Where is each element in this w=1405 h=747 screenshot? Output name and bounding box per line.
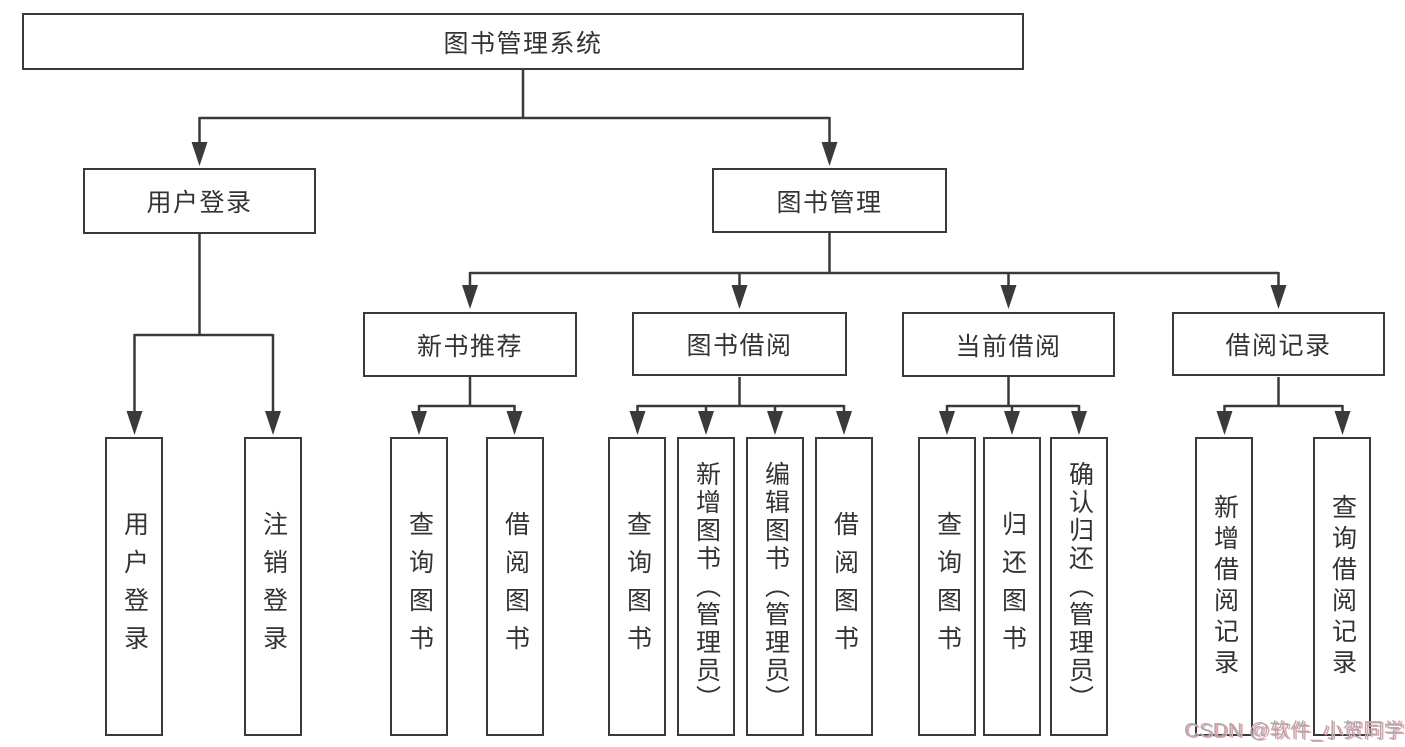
node-label: 查询图书 xyxy=(405,510,434,663)
node-label: 注销登录 xyxy=(259,510,288,663)
node-label: 新增图书（管理员） xyxy=(692,460,721,713)
csdn-watermark: CSDN @软件_小贺同学 xyxy=(1184,720,1405,742)
node-label: 编辑图书（管理员） xyxy=(761,460,790,713)
arrow-down-icon xyxy=(821,142,838,166)
node-label: 用户登录 xyxy=(146,189,253,217)
node-query-books-current: 查询图书 xyxy=(918,437,976,736)
node-label: 用户登录 xyxy=(120,510,149,663)
node-label: 查询图书 xyxy=(933,510,962,663)
node-confirm-return-admin: 确认归还（管理员） xyxy=(1050,437,1108,736)
arrowhead-icons xyxy=(126,142,1351,435)
arrow-down-icon xyxy=(1216,411,1233,435)
arrow-down-icon xyxy=(411,411,427,435)
node-return-books: 归还图书 xyxy=(983,437,1041,736)
node-new-book-recommend: 新书推荐 xyxy=(363,312,577,377)
arrow-down-icon xyxy=(462,285,478,309)
node-label: 归还图书 xyxy=(998,510,1027,663)
node-user-login-module: 用户登录 xyxy=(83,168,316,234)
arrow-down-icon xyxy=(1000,285,1017,309)
node-query-books-borrow: 查询图书 xyxy=(608,437,666,736)
node-current-borrow: 当前借阅 xyxy=(902,312,1115,377)
arrow-down-icon xyxy=(698,411,714,435)
arrow-down-icon xyxy=(126,411,143,435)
arrow-down-icon xyxy=(191,142,208,166)
arrow-down-icon xyxy=(1004,411,1020,435)
node-root-system: 图书管理系统 xyxy=(22,13,1024,70)
node-query-books-recommend: 查询图书 xyxy=(390,437,448,736)
arrow-down-icon xyxy=(836,411,852,435)
node-label: 当前借阅 xyxy=(955,332,1062,361)
node-label: 借阅图书 xyxy=(830,510,859,663)
arrow-down-icon xyxy=(767,411,783,435)
node-label: 新书推荐 xyxy=(416,332,523,361)
arrow-down-icon xyxy=(1270,285,1287,309)
node-edit-books-admin: 编辑图书（管理员） xyxy=(746,437,804,736)
node-add-borrow-record: 新增借阅记录 xyxy=(1195,437,1253,736)
node-label: 查询图书 xyxy=(623,510,652,663)
arrow-down-icon xyxy=(731,285,748,309)
node-label: 图书管理系统 xyxy=(443,29,603,58)
node-label: 查询借阅记录 xyxy=(1328,493,1357,680)
connector-lines xyxy=(133,69,1344,415)
node-borrow-records: 借阅记录 xyxy=(1172,312,1385,376)
node-borrow-books-recommend: 借阅图书 xyxy=(486,437,544,736)
node-label: 借阅图书 xyxy=(501,510,530,663)
node-query-borrow-record: 查询借阅记录 xyxy=(1313,437,1371,736)
arrow-down-icon xyxy=(629,411,646,435)
node-label: 确认归还（管理员） xyxy=(1065,460,1094,713)
node-book-management-module: 图书管理 xyxy=(712,168,947,233)
arrow-down-icon xyxy=(1334,411,1351,435)
arrow-down-icon xyxy=(265,411,281,435)
arrow-down-icon xyxy=(1071,411,1087,435)
node-borrow-books-action: 借阅图书 xyxy=(815,437,873,736)
node-add-books-admin: 新增图书（管理员） xyxy=(677,437,735,736)
node-label: 新增借阅记录 xyxy=(1210,493,1239,680)
arrow-down-icon xyxy=(506,411,523,435)
node-logout-action: 注销登录 xyxy=(244,437,302,736)
node-label: 图书管理 xyxy=(776,188,883,217)
node-label: 图书借阅 xyxy=(686,332,793,360)
node-label: 借阅记录 xyxy=(1225,332,1332,360)
node-user-login-action: 用户登录 xyxy=(105,437,163,736)
arrow-down-icon xyxy=(939,411,955,435)
node-book-borrow: 图书借阅 xyxy=(632,312,847,376)
